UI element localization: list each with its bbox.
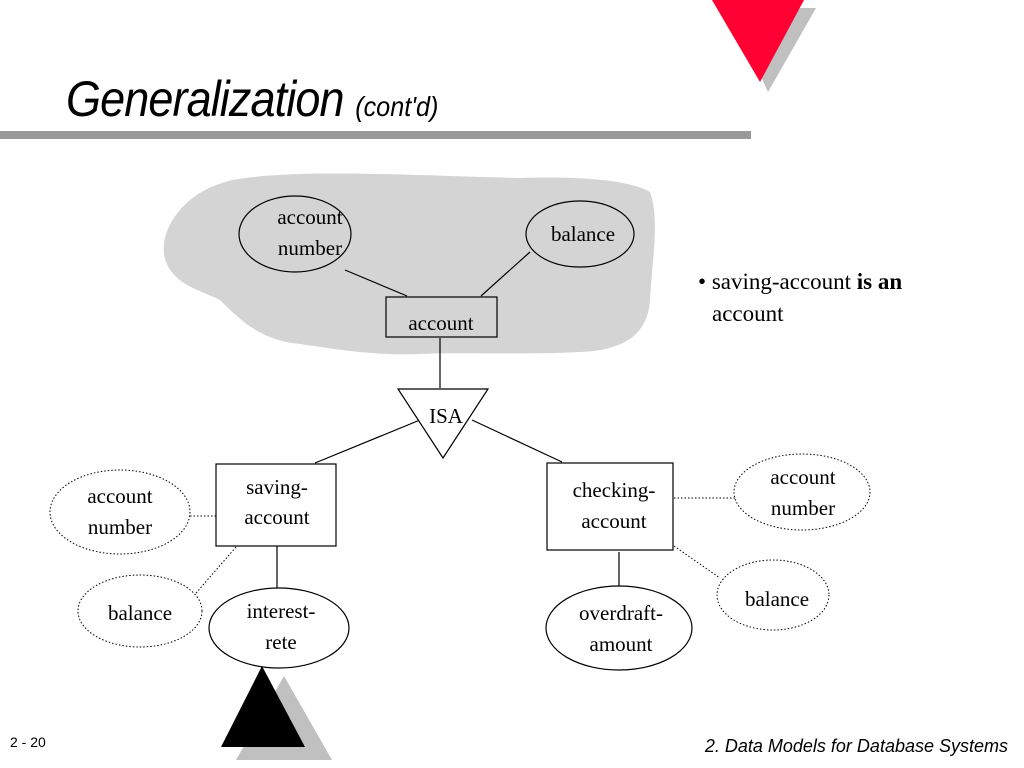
line-isa-checking	[471, 419, 563, 463]
attr-interest-rete-ellipse	[208, 587, 350, 669]
line-checking-balance	[673, 545, 721, 579]
attr-checking-number-line1: account	[770, 465, 835, 489]
attr-saving-balance-ellipse	[77, 574, 203, 648]
attr-checking-number-line2: number	[771, 496, 835, 520]
bullet-text-normal: saving-account	[711, 269, 852, 294]
attr-interest-line2: rete	[265, 630, 296, 654]
attr-overdraft-amount-ellipse	[545, 585, 693, 671]
attr-checking-number-ellipse	[733, 453, 871, 531]
attr-saving-balance-label: balance	[108, 601, 172, 625]
page-title: Generalization (cont'd)	[66, 70, 438, 128]
attr-interest-line1: interest-	[247, 599, 316, 623]
attr-saving-number-line1: account	[87, 484, 152, 508]
attr-saving-number-ellipse	[49, 469, 191, 555]
attr-overdraft-line1: overdraft-	[579, 601, 663, 625]
black-triangle	[221, 666, 305, 747]
attr-checking-balance-ellipse	[716, 559, 830, 631]
line-account-number	[344, 269, 408, 297]
red-triangle	[712, 0, 804, 82]
attr-account-balance-label: balance	[551, 222, 615, 246]
entity-saving-line2: account	[244, 505, 309, 529]
bullet-point: • saving-account is an account	[698, 266, 902, 330]
isa-label: ISA	[429, 404, 464, 428]
footer-page-number: 2 - 20	[10, 734, 46, 750]
bullet-line-2: account	[712, 301, 784, 326]
bullet-text-bold: is an	[856, 269, 903, 294]
entity-account-box	[385, 296, 498, 338]
entity-checking-line2: account	[581, 509, 646, 533]
entity-checking-account-box	[546, 462, 674, 551]
attr-account-number-line2: number	[278, 236, 342, 260]
attr-account-balance-ellipse	[525, 200, 635, 268]
isa-triangle	[396, 388, 490, 460]
attr-overdraft-line2: amount	[590, 632, 653, 656]
footer-course-title: 2. Data Models for Database Systems	[704, 736, 1008, 756]
line-account-balance	[480, 251, 531, 297]
line-isa-saving	[314, 419, 421, 464]
title-underline	[0, 131, 751, 139]
bullet-marker: •	[698, 269, 707, 294]
title-text: Generalization	[66, 71, 344, 127]
line-saving-balance	[189, 546, 237, 601]
entity-saving-line1: saving-	[246, 475, 308, 499]
entity-checking-line1: checking-	[573, 478, 656, 502]
entity-saving-account-box	[215, 463, 337, 547]
red-triangle-decoration	[712, 0, 816, 92]
title-subtitle: (cont'd)	[355, 91, 439, 122]
bullet-line-1: • saving-account is an	[698, 266, 902, 298]
attr-checking-balance-label: balance	[745, 587, 809, 611]
attr-account-number-ellipse	[238, 195, 352, 273]
entity-account-label: account	[408, 311, 473, 335]
attr-saving-number-line2: number	[88, 515, 152, 539]
attr-account-number-line1: account	[277, 205, 342, 229]
